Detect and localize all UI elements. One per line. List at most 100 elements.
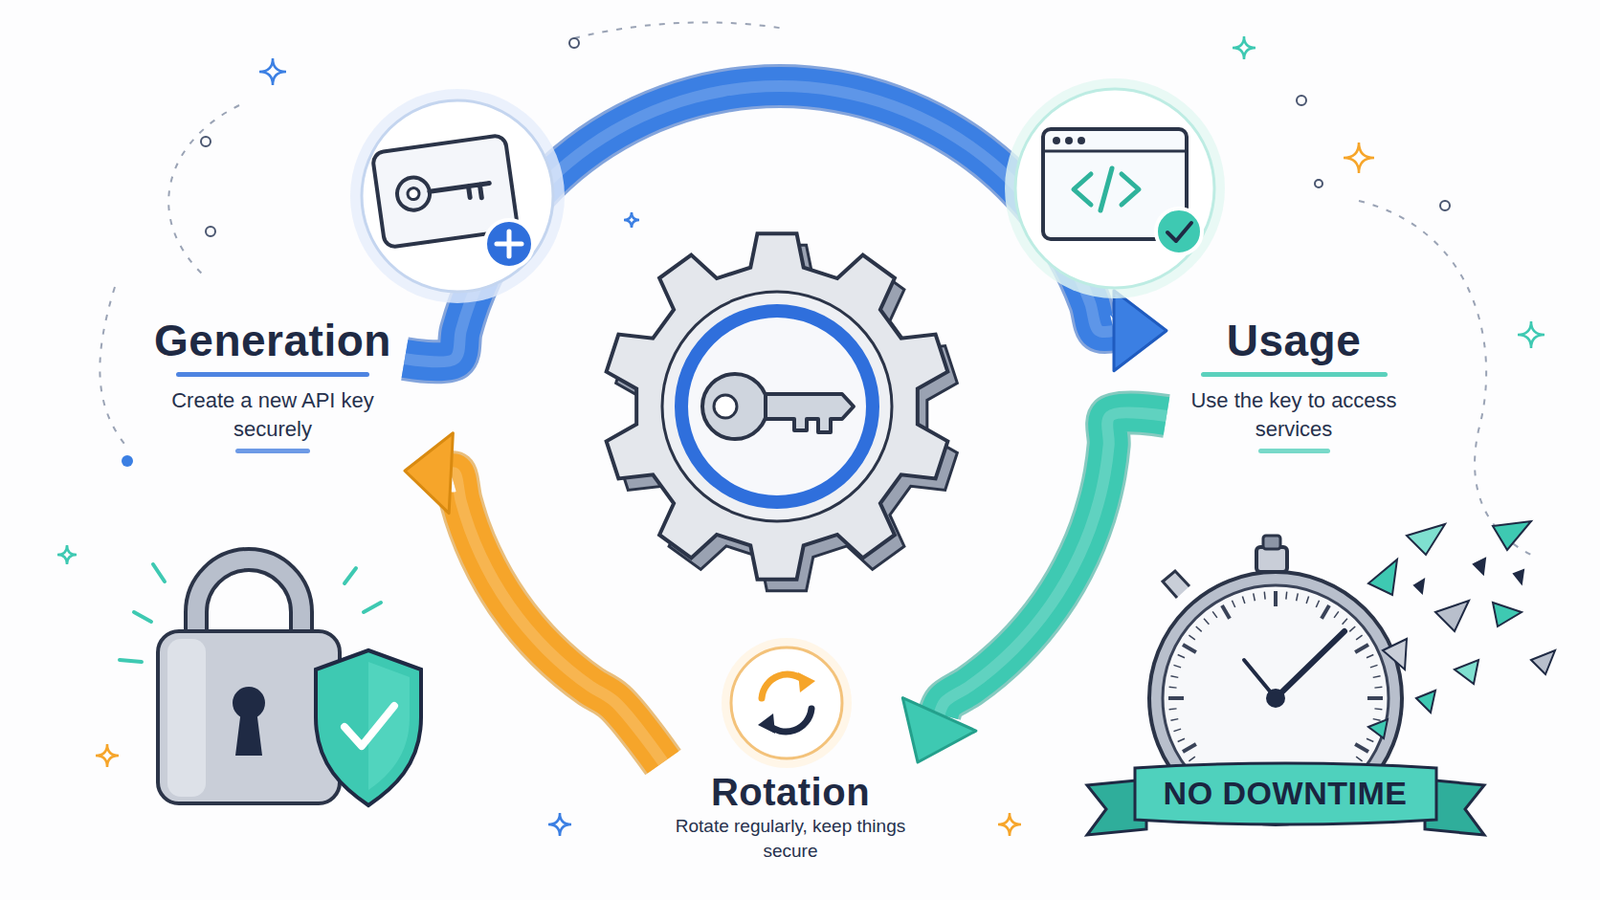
dial-tick [1374, 708, 1382, 711]
padlock-illustration [157, 631, 340, 804]
dial-tick [1342, 619, 1348, 625]
dashed-guide [168, 105, 240, 278]
dial-tick [1242, 596, 1245, 604]
arrow-band [939, 412, 1167, 714]
code-window-icon [1004, 78, 1225, 299]
glass-shard [1492, 602, 1522, 627]
arrow-head [902, 698, 977, 763]
padlock-illustration [235, 710, 263, 756]
gear-illustration [765, 394, 854, 433]
dashed-guide [99, 287, 130, 450]
glass-shard [1368, 719, 1388, 739]
key-card-icon [485, 220, 534, 268]
gear-illustration [702, 374, 768, 440]
gear-illustration [681, 311, 873, 503]
code-window-icon [1155, 208, 1202, 255]
dial-tick [1306, 596, 1309, 604]
arrow-band-outline [939, 412, 1167, 714]
dashed-guide [574, 22, 785, 39]
small-dot [1440, 200, 1450, 211]
small-dot [1314, 179, 1323, 188]
arrow-band [450, 472, 664, 763]
arrow-head [1113, 290, 1167, 372]
dial-tick [1349, 626, 1356, 632]
dial-tick [1196, 626, 1202, 632]
dial-tick [1373, 676, 1381, 679]
small-dot [1296, 95, 1307, 106]
dial-tick [1177, 654, 1185, 658]
sparkle [998, 813, 1022, 837]
dial-tick [1203, 619, 1209, 625]
dial-tick [1355, 744, 1369, 753]
dial-tick [1182, 744, 1197, 753]
glass-shard [1368, 559, 1398, 596]
shield-check [315, 650, 422, 806]
dial-tick [1333, 611, 1339, 618]
code-window-icon [1004, 78, 1225, 299]
stage-description: Use the key to access services [1174, 386, 1414, 444]
stage-block: GenerationCreate a new API key securely [148, 315, 398, 464]
code-window-icon [1073, 168, 1139, 211]
rotation-icon [721, 638, 852, 769]
dial-tick [1373, 719, 1381, 722]
emphasis-stroke [119, 564, 381, 663]
gear-illustration [713, 395, 737, 419]
dial-tick [1173, 729, 1181, 732]
gear-illustration [606, 233, 949, 580]
arrow-band-outline [450, 472, 664, 763]
dial-tick [1173, 665, 1181, 667]
dial-tick [1366, 738, 1374, 742]
key-card-icon [429, 182, 491, 205]
dial-tick [1367, 696, 1383, 701]
dial-tick [1177, 738, 1185, 742]
padlock-illustration [157, 559, 340, 804]
glass-shard [1416, 690, 1436, 713]
glass-shard [1435, 600, 1469, 632]
code-window-icon [1052, 136, 1061, 145]
dial-tick [1188, 635, 1195, 641]
sparkle [1232, 36, 1256, 60]
underline-stroke [235, 448, 311, 454]
glass-shard [1406, 524, 1445, 556]
dial-tick [1182, 644, 1197, 653]
key-card-icon [350, 88, 565, 304]
key-card-icon [395, 175, 432, 212]
dial-tick [1370, 665, 1378, 667]
dial-tick [1374, 687, 1382, 689]
padlock-illustration [167, 639, 206, 798]
dashed-guide [1358, 200, 1532, 556]
glass-shard [1513, 570, 1524, 584]
banner-text: NO DOWNTIME [1163, 775, 1408, 813]
underline-stroke [1258, 448, 1331, 454]
shield-check [344, 706, 395, 747]
sparkle [623, 212, 640, 228]
key-card-icon [496, 231, 522, 257]
emphasis-stroke [153, 564, 165, 582]
glass-shard [1492, 521, 1532, 551]
banner-ribbon: NO DOWNTIME [1134, 762, 1437, 826]
key-card-icon [361, 100, 554, 292]
small-dot [121, 455, 134, 467]
glass-shard [1473, 558, 1486, 575]
shield-check [315, 650, 422, 806]
emphasis-stroke [119, 660, 142, 663]
dial-tick [1253, 593, 1256, 601]
glass-shard [1414, 579, 1424, 594]
dial-tick [1296, 593, 1299, 601]
key-card-icon [406, 187, 421, 201]
underline-stroke [176, 372, 371, 378]
code-window-icon [1043, 150, 1187, 154]
small-dot [200, 136, 211, 147]
key-card-icon [350, 88, 565, 304]
stage-title: Usage [1174, 315, 1414, 367]
sparkle [259, 58, 287, 86]
sparkle [1517, 321, 1545, 349]
code-window-icon [1065, 136, 1073, 145]
stopwatch-illustration [1266, 688, 1286, 709]
glass-shard [1382, 639, 1407, 670]
stage-title: Generation [148, 315, 398, 367]
dial-tick [1222, 605, 1230, 620]
dial-tick [1169, 687, 1178, 689]
dial-tick [1355, 635, 1362, 641]
stopwatch-illustration [1275, 631, 1345, 699]
